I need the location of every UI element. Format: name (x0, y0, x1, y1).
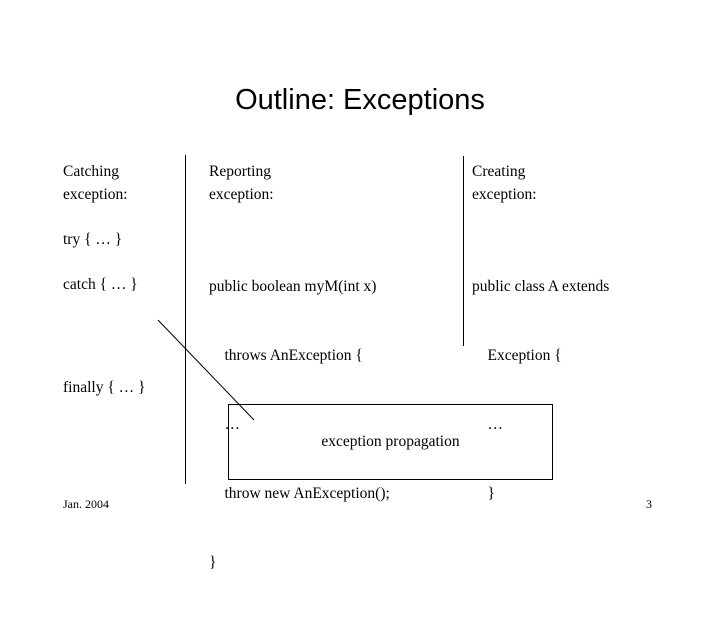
code-line: } (209, 554, 217, 571)
catching-entry-finally: finally { … } (63, 379, 146, 396)
column-divider-right (463, 156, 464, 346)
code-line: } (472, 485, 495, 502)
code-line: Exception { (472, 347, 562, 364)
column-creating-code: public class A extends Exception { … } (472, 229, 716, 551)
page-title: Outline: Exceptions (235, 84, 485, 116)
catching-entry-catch: catch { … } (63, 276, 138, 293)
column-creating: Creating exception: public class A exten… (472, 160, 716, 551)
column-reporting-heading: Reporting exception: (209, 163, 274, 203)
code-line: public boolean myM(int x) (209, 278, 377, 295)
slide-canvas: Outline: Exceptions Catching exception: … (63, 84, 652, 571)
exception-propagation-box: exception propagation (228, 404, 553, 480)
footer-date: Jan. 2004 (63, 497, 109, 511)
code-line: throw new AnException(); (209, 485, 390, 502)
footer-page-number: 3 (646, 497, 652, 511)
column-reporting: Reporting exception: public boolean myM(… (209, 160, 459, 620)
exception-propagation-label: exception propagation (321, 433, 460, 450)
code-line: … (472, 416, 504, 433)
column-catching-heading: Catching exception: (63, 163, 128, 203)
column-divider-left (185, 155, 186, 484)
column-creating-heading: Creating exception: (472, 163, 537, 203)
code-line: throws AnException { (209, 347, 363, 364)
catching-entry-try: try { … } (63, 231, 123, 248)
code-line: public class A extends (472, 278, 610, 295)
column-catching: Catching exception: try { … } catch { … … (63, 160, 181, 296)
